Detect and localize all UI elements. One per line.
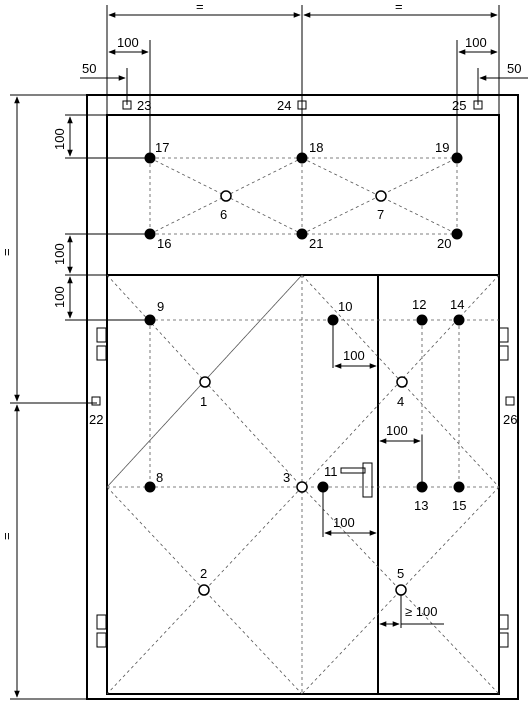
label-23: 23: [137, 98, 151, 113]
dim-left-100-a: 100: [52, 128, 67, 150]
dim-left-eq-top: =: [0, 248, 14, 256]
label-6: 6: [220, 207, 227, 222]
door-handle: [340, 462, 373, 498]
hinge-left-top-2: [96, 345, 107, 361]
top-dimensions: [80, 5, 528, 158]
point-3: [296, 481, 308, 493]
hinge-left-bottom: [96, 614, 107, 630]
label-3: 3: [283, 470, 290, 485]
point-16: [144, 228, 156, 240]
dim-top-100-left: 100: [117, 35, 139, 50]
label-4: 4: [397, 394, 404, 409]
dim-top-eq-left: =: [196, 0, 204, 14]
point-11: [317, 481, 329, 493]
label-20: 20: [437, 236, 451, 251]
point-labels: 1 2 3 4 5 6 7 8 9 10 11 12 13 14 15 16 1…: [89, 98, 517, 581]
dim-inner-100-c: 100: [333, 515, 355, 530]
square-marker-22: [91, 396, 101, 406]
dim-left-100-c: 100: [52, 286, 67, 308]
point-20: [451, 228, 463, 240]
point-10: [327, 314, 339, 326]
label-14: 14: [450, 297, 464, 312]
label-26: 26: [503, 412, 517, 427]
hinge-left-top: [96, 327, 107, 343]
label-22: 22: [89, 412, 103, 427]
filled-points: [144, 152, 465, 493]
hinge-right-bottom: [498, 614, 509, 630]
point-13: [416, 481, 428, 493]
point-21: [296, 228, 308, 240]
inner-frame: [106, 114, 500, 695]
open-points: [198, 190, 408, 596]
dim-inner-ge-100: ≥ 100: [405, 604, 437, 619]
dim-top-eq-right: =: [395, 0, 403, 14]
label-12: 12: [412, 297, 426, 312]
dim-inner-100-a: 100: [343, 348, 365, 363]
label-2: 2: [200, 566, 207, 581]
dim-left-eq-bottom: =: [0, 532, 14, 540]
dim-top-50-left: 50: [82, 61, 96, 76]
point-5: [395, 584, 407, 596]
point-12: [416, 314, 428, 326]
point-17: [144, 152, 156, 164]
dimension-labels: = = 100 100 50 50 100 100 100 = = 100 10…: [0, 0, 521, 619]
point-18: [296, 152, 308, 164]
label-21: 21: [309, 236, 323, 251]
dim-left-100-b: 100: [52, 243, 67, 265]
dim-inner-100-b: 100: [386, 423, 408, 438]
point-14: [453, 314, 465, 326]
label-7: 7: [377, 207, 384, 222]
label-17: 17: [155, 140, 169, 155]
outer-frame: [86, 94, 519, 700]
point-1: [199, 376, 211, 388]
point-7: [375, 190, 387, 202]
point-19: [451, 152, 463, 164]
hinge-right-top-2: [498, 345, 509, 361]
square-marker-26: [505, 396, 515, 406]
point-2: [198, 584, 210, 596]
square-marker-24: [297, 100, 307, 110]
hinge-left-bottom-2: [96, 632, 107, 648]
label-10: 10: [338, 299, 352, 314]
square-markers: [91, 100, 515, 406]
label-13: 13: [414, 498, 428, 513]
label-9: 9: [157, 299, 164, 314]
square-marker-25: [473, 100, 483, 110]
dim-top-100-right: 100: [465, 35, 487, 50]
point-6: [220, 190, 232, 202]
label-8: 8: [156, 470, 163, 485]
hinges: [96, 327, 509, 648]
hinge-right-top: [498, 327, 509, 343]
point-9: [144, 314, 156, 326]
point-15: [453, 481, 465, 493]
label-19: 19: [435, 140, 449, 155]
hinge-right-bottom-2: [498, 632, 509, 648]
label-11: 11: [324, 464, 338, 479]
label-16: 16: [157, 236, 171, 251]
point-4: [396, 376, 408, 388]
label-5: 5: [397, 566, 404, 581]
left-dimensions: [10, 94, 107, 700]
label-15: 15: [452, 498, 466, 513]
point-8: [144, 481, 156, 493]
square-marker-23: [122, 100, 132, 110]
label-18: 18: [309, 140, 323, 155]
label-25: 25: [452, 98, 466, 113]
label-24: 24: [277, 98, 291, 113]
label-1: 1: [200, 394, 207, 409]
guide-lines: [107, 157, 423, 628]
inner-dimensions: [324, 363, 444, 627]
dim-top-50-right: 50: [507, 61, 521, 76]
